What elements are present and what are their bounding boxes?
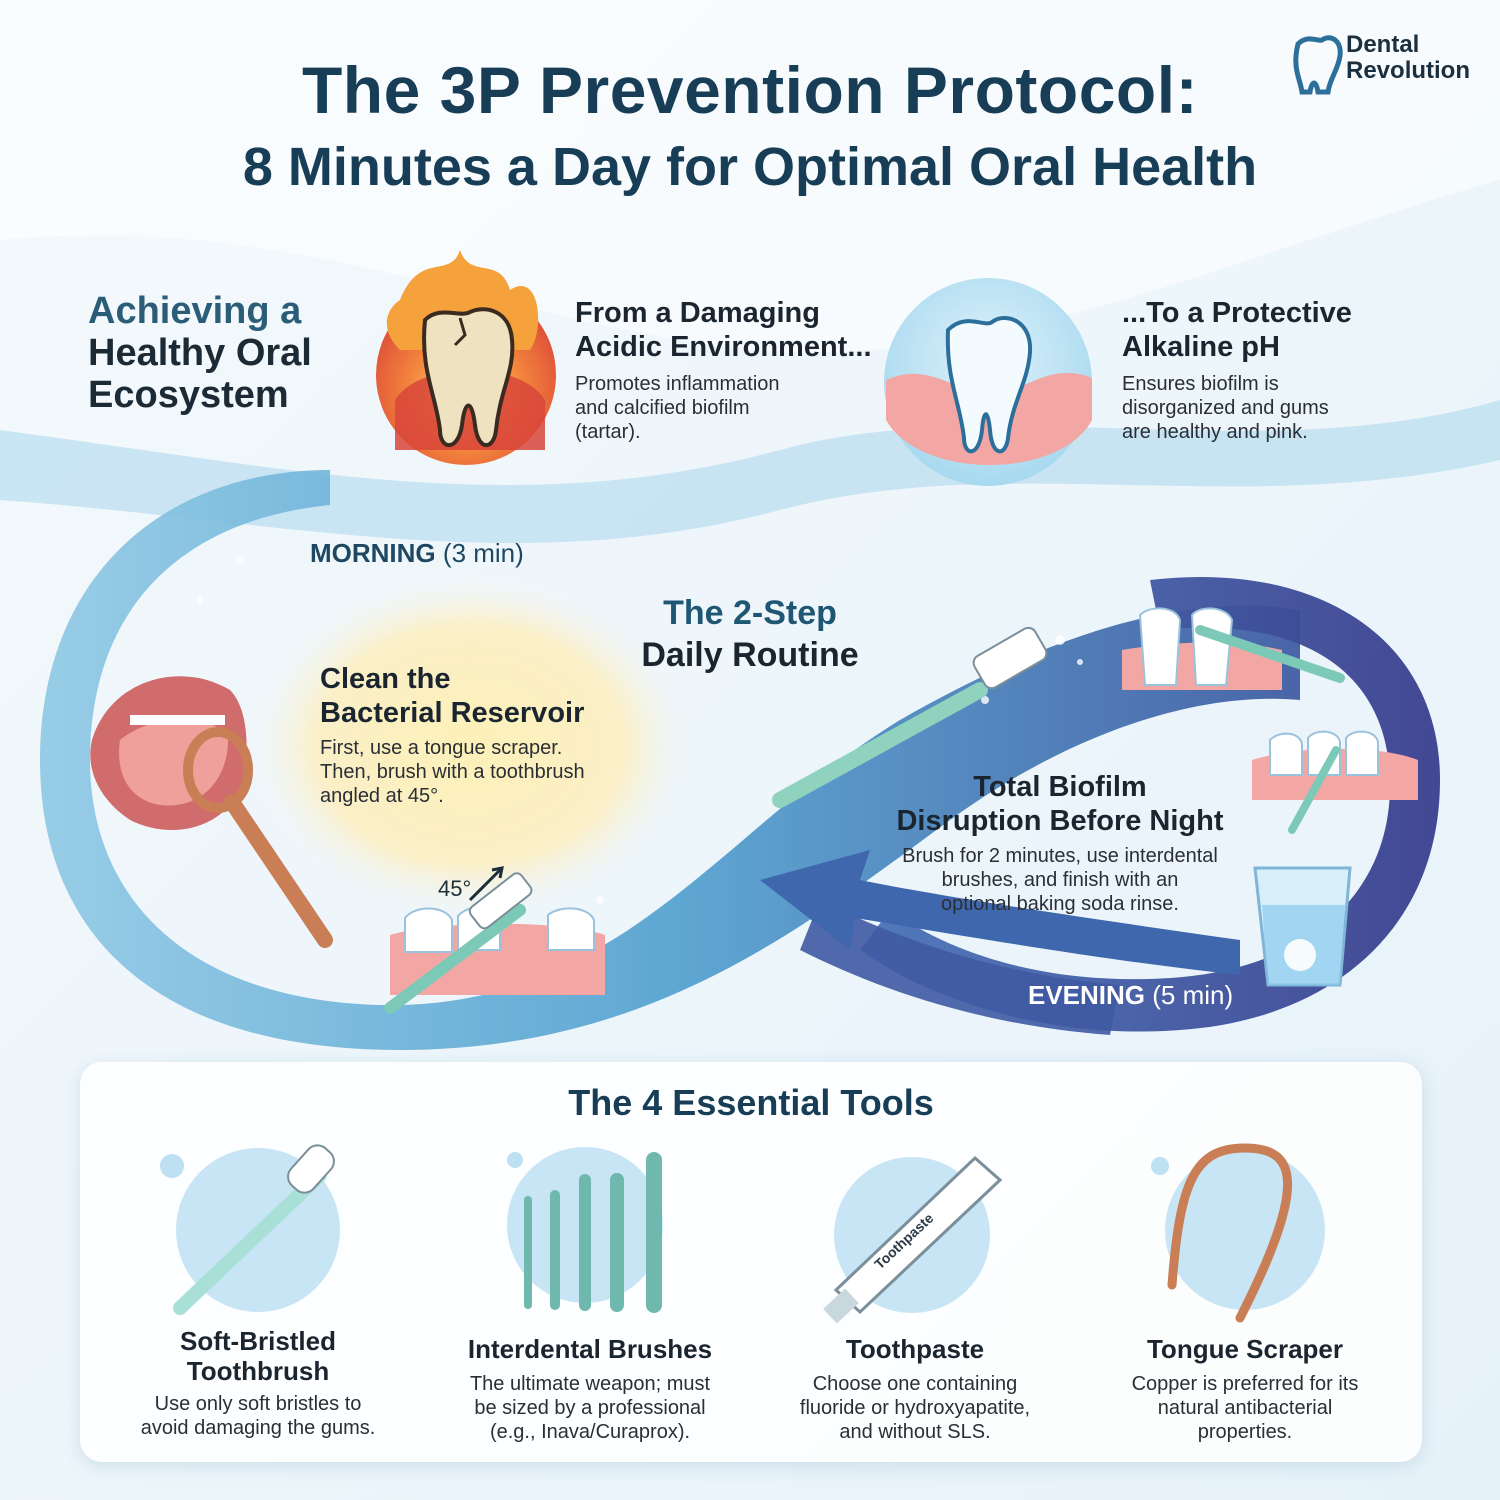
- acidic-title-line1: From a Damaging: [575, 297, 820, 329]
- morning-title-line2: Bacterial Reservoir: [320, 697, 585, 729]
- morning-label-text: MORNING: [310, 538, 436, 568]
- tool-interdental-desc-line3: (e.g., Inava/Curaprox).: [489, 1421, 691, 1443]
- ecosystem-heading: Achieving a Healthy Oral Ecosystem: [88, 290, 312, 416]
- brand-logo: Dental Revolution: [1346, 32, 1470, 84]
- tool-tongue-scraper: Tongue Scraper Copper is preferred for i…: [1100, 1334, 1390, 1444]
- tool-interdental: Interdental Brushes The ultimate weapon;…: [440, 1334, 740, 1444]
- tool-tongue-scraper-desc-line2: natural antibacterial: [1157, 1397, 1333, 1419]
- tool-toothbrush-title-line1: Soft-Bristled: [180, 1326, 336, 1356]
- tool-tongue-scraper-desc-line3: properties.: [1197, 1421, 1293, 1443]
- tool-tongue-scraper-title: Tongue Scraper: [1146, 1334, 1343, 1364]
- morning-time: (3 min): [442, 538, 524, 568]
- tool-interdental-desc-line2: be sized by a professional: [474, 1397, 706, 1419]
- tool-interdental-title: Interdental Brushes: [467, 1334, 713, 1364]
- tool-toothbrush: Soft-Bristled Toothbrush Use only soft b…: [118, 1326, 398, 1440]
- evening-title-line2: Disruption Before Night: [896, 805, 1224, 837]
- evening-step: Total Biofilm Disruption Before Night Br…: [870, 770, 1250, 916]
- routine-heading-line2: Daily Routine: [641, 636, 859, 674]
- evening-desc-line3: optional baking soda rinse.: [941, 893, 1179, 915]
- acidic-desc-line2: and calcified biofilm: [575, 397, 750, 419]
- acidic-desc-line1: Promotes inflammation: [575, 373, 780, 395]
- acidic-desc-line3: (tartar).: [575, 421, 641, 443]
- tool-toothpaste-desc-line2: fluoride or hydroxyapatite,: [799, 1397, 1031, 1419]
- tools-heading: The 4 Essential Tools: [568, 1082, 934, 1123]
- logo-line2: Revolution: [1346, 57, 1470, 84]
- morning-title-line1: Clean the: [320, 663, 451, 695]
- routine-heading: The 2-Step Daily Routine: [600, 592, 900, 676]
- page-title: The 3P Prevention Protocol:: [301, 53, 1199, 127]
- page-subtitle: 8 Minutes a Day for Optimal Oral Health: [242, 137, 1258, 197]
- evening-title-line1: Total Biofilm: [973, 771, 1147, 803]
- alkaline-desc-line3: are healthy and pink.: [1122, 421, 1308, 443]
- morning-desc-line3: angled at 45°.: [320, 785, 444, 807]
- tool-toothpaste-title: Toothpaste: [845, 1334, 985, 1364]
- tool-toothbrush-desc-line2: avoid damaging the gums.: [140, 1417, 376, 1439]
- logo-line1: Dental: [1346, 31, 1420, 58]
- tool-toothpaste-desc-line1: Choose one containing: [812, 1373, 1018, 1395]
- alkaline-desc-line1: Ensures biofilm is: [1122, 373, 1279, 395]
- ecosystem-heading-line1: Achieving a: [88, 290, 302, 332]
- acidic-title-line2: Acidic Environment...: [575, 331, 872, 363]
- tool-tongue-scraper-desc-line1: Copper is preferred for its: [1131, 1373, 1359, 1395]
- ecosystem-heading-line3: Ecosystem: [88, 374, 289, 416]
- acidic-block: From a Damaging Acidic Environment... Pr…: [575, 296, 872, 444]
- alkaline-title-line2: Alkaline pH: [1122, 331, 1280, 363]
- angle-label: 45°: [438, 876, 472, 901]
- morning-step: Clean the Bacterial Reservoir First, use…: [320, 662, 585, 808]
- ecosystem-heading-line2: Healthy Oral: [88, 332, 312, 374]
- tool-toothbrush-title-line2: Toothbrush: [186, 1356, 330, 1386]
- evening-desc-line2: brushes, and finish with an: [941, 869, 1179, 891]
- morning-label: MORNING (3 min): [310, 538, 524, 569]
- routine-heading-line1: The 2-Step: [663, 594, 837, 632]
- evening-desc-line1: Brush for 2 minutes, use interdental: [902, 845, 1218, 867]
- alkaline-desc-line2: disorganized and gums: [1122, 397, 1329, 419]
- alkaline-block: ...To a Protective Alkaline pH Ensures b…: [1122, 296, 1352, 444]
- tool-toothbrush-desc-line1: Use only soft bristles to: [154, 1393, 362, 1415]
- alkaline-title-line1: ...To a Protective: [1122, 297, 1352, 329]
- evening-label-text: EVENING: [1028, 980, 1146, 1010]
- tool-toothpaste: Toothpaste Choose one containing fluorid…: [770, 1334, 1060, 1444]
- morning-desc-line2: Then, brush with a toothbrush: [320, 761, 585, 783]
- tool-toothpaste-desc-line3: and without SLS.: [839, 1421, 991, 1443]
- tool-interdental-desc-line1: The ultimate weapon; must: [469, 1373, 711, 1395]
- morning-desc-line1: First, use a tongue scraper.: [320, 737, 563, 759]
- evening-time: (5 min): [1152, 980, 1234, 1010]
- evening-label: EVENING (5 min): [1028, 980, 1233, 1011]
